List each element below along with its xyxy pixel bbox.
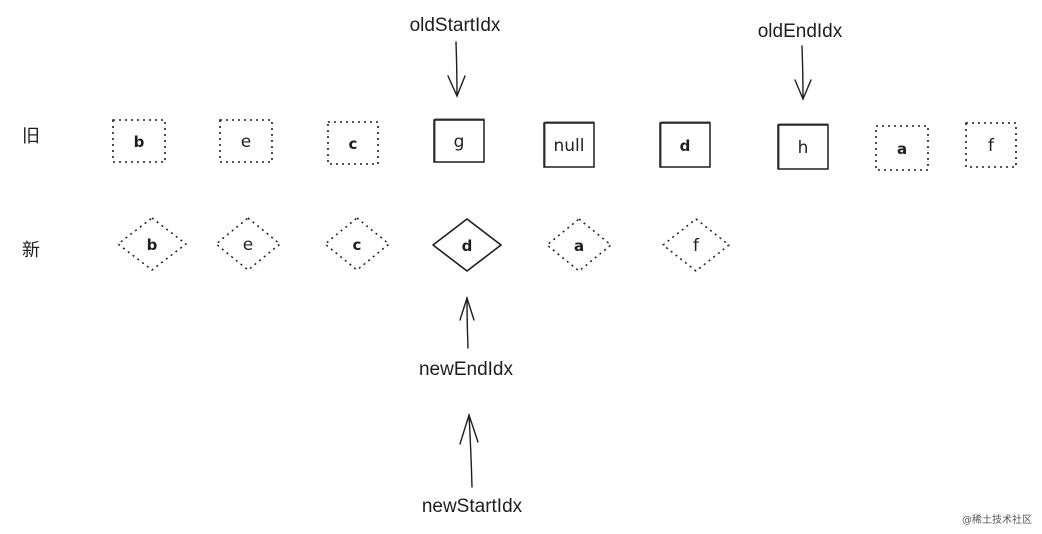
new-node-diamond — [117, 217, 187, 271]
new-end-arrow-icon — [459, 295, 475, 349]
old-node-4: g — [433, 118, 485, 163]
new-row-label: 新 — [22, 240, 40, 261]
old-node-label: a — [897, 140, 907, 158]
old-node-label: h — [798, 138, 809, 158]
old-node-5: null — [543, 121, 595, 168]
new-node-label: d — [462, 237, 473, 255]
new-node-label: c — [353, 236, 362, 254]
old-node-label: d — [680, 137, 691, 155]
new-node-diamond — [662, 218, 730, 272]
new-start-arrow-icon — [459, 412, 479, 488]
old-node-3: c — [327, 121, 379, 165]
old-node-label: g — [454, 132, 465, 152]
old-node-6: d — [659, 121, 711, 168]
old-row-label: 旧 — [22, 126, 40, 147]
new-node-6: f — [662, 218, 730, 272]
old-node-2: e — [219, 119, 273, 163]
old-end-arrow-icon — [794, 45, 812, 101]
new-node-diamond — [432, 218, 502, 272]
old-node-9: f — [965, 122, 1017, 168]
new-node-3: c — [324, 217, 390, 271]
old-node-box — [965, 122, 1017, 168]
old-end-pointer-label: oldEndIdx — [758, 21, 843, 42]
old-start-pointer-label: oldStartIdx — [410, 15, 501, 36]
old-node-box — [777, 124, 829, 170]
old-node-1: b — [112, 119, 166, 163]
old-node-label: null — [554, 136, 585, 156]
old-node-box — [219, 119, 273, 163]
new-node-1: b — [117, 217, 187, 271]
new-start-pointer-label: newStartIdx — [422, 496, 523, 517]
old-node-8: a — [875, 125, 929, 171]
new-end-pointer-label: newEndIdx — [419, 359, 514, 380]
watermark: @稀土技术社区 — [962, 515, 1032, 526]
new-node-label: a — [574, 237, 584, 255]
new-node-4: d — [432, 218, 502, 272]
new-node-label: e — [243, 235, 253, 255]
old-node-label: c — [349, 135, 358, 153]
old-node-box — [543, 122, 595, 168]
old-vnode-row: b e c g null d h a f — [112, 118, 1017, 171]
old-node-label: f — [988, 136, 995, 156]
old-node-box — [659, 122, 711, 168]
new-node-label: f — [693, 236, 700, 256]
new-node-label: b — [147, 236, 158, 254]
new-node-5: a — [546, 218, 612, 272]
old-node-7: h — [777, 123, 829, 170]
old-node-box — [112, 119, 166, 163]
old-node-box — [433, 119, 485, 163]
new-node-2: e — [215, 217, 281, 271]
old-node-box — [875, 125, 929, 171]
old-node-box — [327, 121, 379, 165]
old-node-label: b — [134, 133, 145, 151]
old-start-arrow-icon — [447, 41, 466, 98]
old-node-label: e — [241, 132, 251, 152]
